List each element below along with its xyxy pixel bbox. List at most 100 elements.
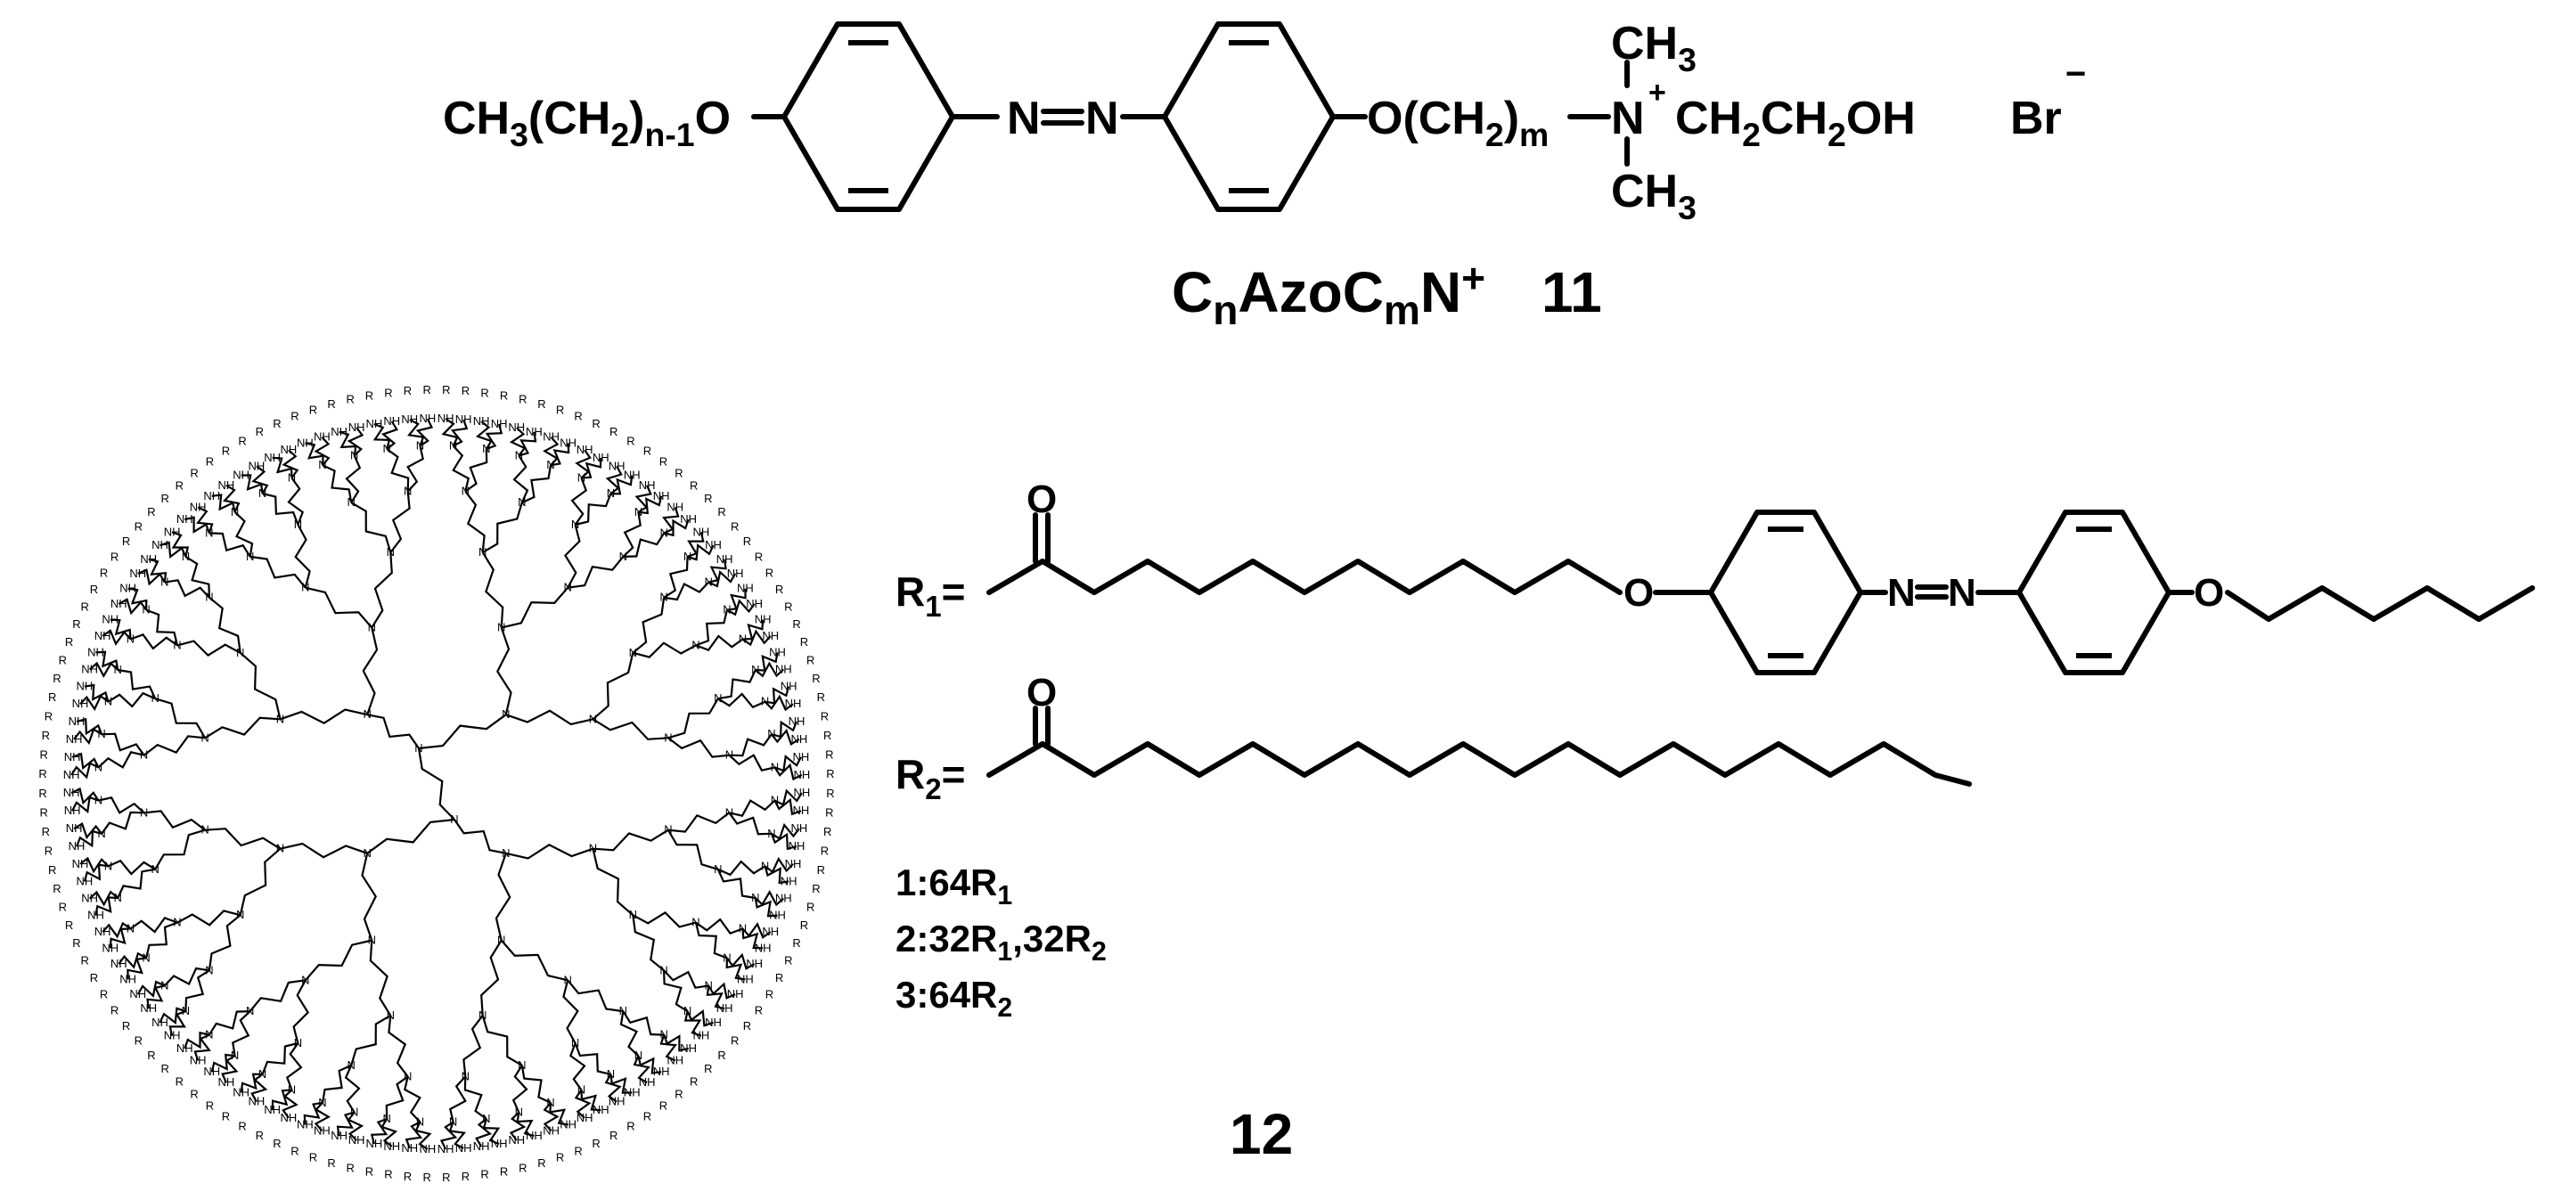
dendrimer-r-label: R bbox=[190, 467, 198, 480]
dendrimer-r-label: R bbox=[384, 386, 392, 399]
dendrimer-terminal-bond bbox=[370, 1117, 388, 1145]
dendrimer-terminal-bond bbox=[574, 1089, 592, 1119]
dendrimer-terminal-bond bbox=[211, 494, 236, 513]
dendrimer-terminal-bond bbox=[380, 1118, 398, 1147]
dendrimer-nh-label: NH bbox=[129, 567, 146, 580]
dendrimer-nh-label: NH bbox=[190, 501, 207, 514]
dendrimer-nh-label: NH bbox=[190, 1054, 207, 1067]
mol11-azo-n2: N bbox=[1085, 93, 1119, 144]
dendrimer-nh-label: NH bbox=[69, 714, 86, 728]
dendrimer-nh-label: NH bbox=[716, 552, 733, 566]
mol11-spacer-text: O(CH2)m bbox=[1367, 93, 1549, 153]
dendrimer-nh-label: NH bbox=[577, 443, 593, 456]
dendrimer-terminal-bond bbox=[240, 1073, 263, 1093]
dendrimer-branch-bond bbox=[695, 634, 744, 652]
dendrimer-branch-bond bbox=[728, 754, 775, 772]
dendrimer-terminal-bond bbox=[303, 1101, 323, 1125]
dendrimer-branch-bond bbox=[568, 556, 625, 589]
dendrimer-branch-bond bbox=[592, 652, 634, 721]
dendrimer-terminal-bond bbox=[109, 927, 131, 949]
dendrimer-terminal-bond bbox=[347, 427, 364, 457]
dendrimer-nh-label: NH bbox=[176, 512, 193, 526]
dendrimer-nh-label: NH bbox=[164, 525, 181, 538]
dendrimer-r-label: R bbox=[817, 690, 825, 704]
dendrimer-r-label: R bbox=[821, 845, 829, 858]
dendrimer-branch-bond bbox=[97, 751, 144, 769]
dendrimer-branch-n: N bbox=[478, 1008, 487, 1022]
dendrimer-r-label: R bbox=[442, 1171, 450, 1184]
dendrimer-branch-bond bbox=[695, 609, 728, 647]
dendrimer-nh-label: NH bbox=[176, 1041, 193, 1055]
dendrimer-r-label: R bbox=[256, 425, 264, 438]
dendrimer-terminal-bond bbox=[741, 922, 772, 939]
dendrimer-nh-label: NH bbox=[769, 645, 786, 658]
dendrimer-r-label: R bbox=[273, 1137, 281, 1150]
dendrimer-branch-n: N bbox=[771, 760, 779, 773]
dendrimer-nh-label: NH bbox=[755, 613, 772, 626]
dendrimer-branch-bond bbox=[663, 581, 709, 601]
dendrimer-branch-bond bbox=[717, 860, 766, 877]
dendrimer-branch-bond bbox=[232, 1010, 251, 1057]
dendrimer-nh-label: NH bbox=[401, 412, 418, 426]
r1-hexyl-chain bbox=[2225, 585, 2535, 622]
dendrimer-nh-label: NH bbox=[727, 567, 744, 580]
dendrimer-nh-label: NH bbox=[508, 420, 525, 434]
dendrimer-branch-n: N bbox=[301, 973, 309, 986]
dendrimer-r-label: R bbox=[206, 455, 214, 469]
dendrimer-r-label: R bbox=[48, 863, 56, 877]
dendrimer-branch-bond bbox=[495, 853, 511, 941]
dendrimer-nh-label: NH bbox=[314, 430, 331, 444]
dendrimer-branch-n: N bbox=[589, 842, 597, 855]
dendrimer-branch-bond bbox=[322, 464, 353, 503]
dendrimer-terminal-bond bbox=[193, 1033, 211, 1061]
dendrimer-branch-bond bbox=[388, 1015, 409, 1078]
dendrimer-terminal-bond bbox=[634, 485, 652, 513]
dendrimer-r-label: R bbox=[100, 567, 108, 580]
dendrimer-nh-label: NH bbox=[66, 732, 83, 746]
dendrimer-nh-label: NH bbox=[593, 1103, 609, 1116]
dendrimer-terminal-bond bbox=[102, 921, 132, 939]
dendrimer-r-label: R bbox=[238, 434, 246, 447]
dendrimer-branch-bond bbox=[511, 1065, 528, 1114]
dendrimer-branch-bond bbox=[344, 1065, 361, 1114]
dendrimer-branch-bond bbox=[233, 511, 254, 558]
dendrimer-nh-label: NH bbox=[737, 582, 754, 595]
dendrimer-nh-label: NH bbox=[609, 459, 626, 472]
dendrimer-nh-label: NH bbox=[102, 941, 119, 954]
dendrimer-r-label: R bbox=[806, 653, 814, 666]
dendrimer-terminal-bond bbox=[222, 484, 241, 513]
dendrimer-branch-bond bbox=[345, 454, 362, 503]
dendrimer-branch-bond bbox=[464, 490, 486, 553]
dendrimer-r-label: R bbox=[755, 551, 763, 564]
dendrimer-r-label: R bbox=[826, 787, 834, 800]
dendrimer-terminal-bond bbox=[118, 598, 147, 616]
dendrimer-terminal-bond bbox=[184, 516, 210, 534]
dendrimer-terminal-bond bbox=[407, 419, 425, 446]
r1-benzene-ring-2 bbox=[2016, 510, 2171, 675]
dendrimer-r-label: R bbox=[81, 954, 89, 967]
dendrimer-r-label: R bbox=[574, 1144, 582, 1157]
dendrimer-terminal-bond bbox=[771, 822, 800, 840]
dendrimer-branch-bond bbox=[362, 627, 379, 715]
dendrimer-r-label: R bbox=[784, 600, 792, 613]
mol11-benzene-ring-1 bbox=[781, 21, 955, 212]
dendrimer-r-label: R bbox=[110, 551, 119, 564]
dendrimer-terminal-bond bbox=[707, 982, 736, 1000]
mol11-methyl-bottom: CH3 bbox=[1611, 166, 1697, 226]
dendrimer-r-label: R bbox=[81, 600, 89, 613]
dendrimer-branch-n: N bbox=[761, 695, 769, 708]
dendrimer-r-label: R bbox=[537, 1156, 545, 1170]
dendrimer-branch-bond bbox=[184, 969, 210, 1012]
dendrimer-branch-bond bbox=[496, 627, 512, 715]
dendrimer-nh-label: NH bbox=[791, 821, 808, 835]
dendrimer-branch-bond bbox=[481, 551, 504, 628]
dendrimer-branch-n: N bbox=[482, 1112, 490, 1125]
dendrimer-nh-label: NH bbox=[140, 1001, 157, 1015]
dendrimer-r-label: R bbox=[806, 901, 814, 914]
dendrimer-branch-bond bbox=[622, 511, 642, 558]
dendrimer-r-label: R bbox=[38, 767, 46, 780]
dendrimer-terminal-bond bbox=[754, 897, 778, 918]
dendrimer-r-label: R bbox=[384, 1168, 392, 1181]
dendrimer-branch-n: N bbox=[518, 1058, 526, 1072]
dendrimer-nh-label: NH bbox=[366, 417, 383, 430]
